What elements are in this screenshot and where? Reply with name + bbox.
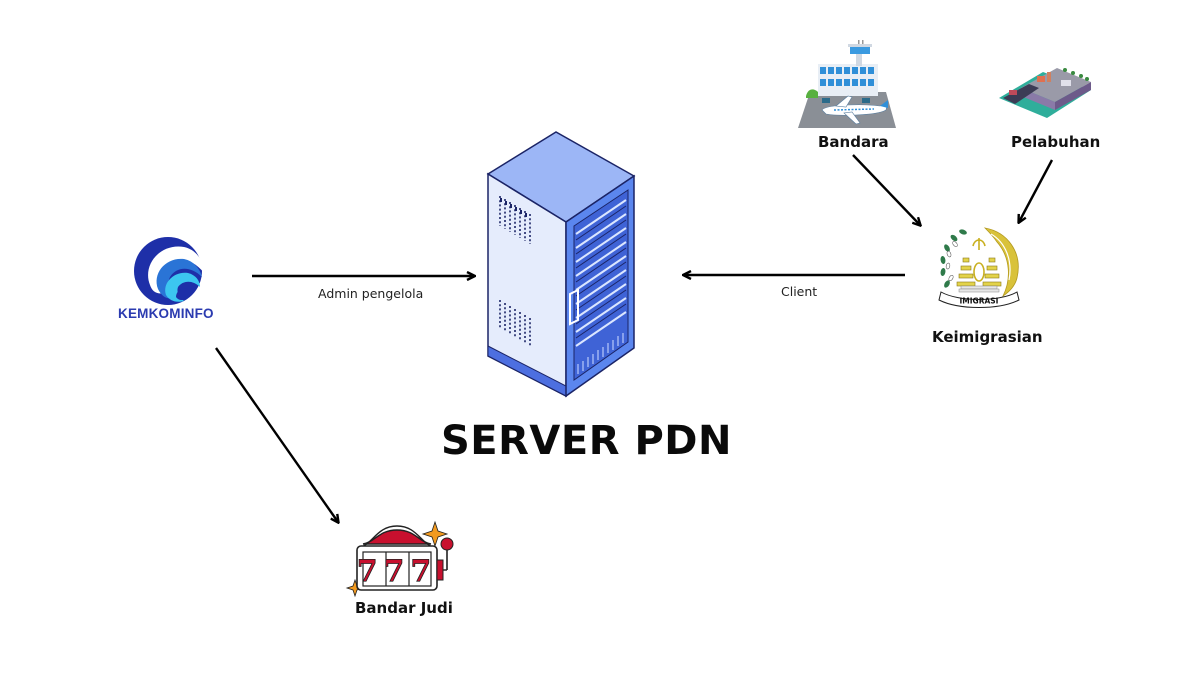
bandara-label: Bandara — [818, 133, 889, 151]
arrow-kemkominfo-to-bandar-judi — [215, 347, 338, 522]
kemkominfo-logo-icon — [134, 237, 204, 305]
slot-machine-icon: 777 — [345, 520, 454, 598]
node-server[interactable] — [486, 128, 646, 400]
node-bandar-judi[interactable]: 777 Bandar Judi — [345, 520, 465, 620]
edge-label-admin-pengelola: Admin pengelola — [318, 286, 424, 301]
node-pelabuhan[interactable]: Pelabuhan — [995, 60, 1105, 155]
seaport-icon — [999, 68, 1091, 118]
imigrasi-ribbon-text: IMIGRASI — [960, 297, 999, 306]
arrow-bandara-to-keimigrasian — [852, 154, 920, 225]
node-kemkominfo[interactable]: KEMKOMINFO — [110, 230, 230, 325]
kemkominfo-label: KEMKOMINFO — [118, 306, 214, 321]
edge-label-client: Client — [781, 284, 818, 299]
server-pdn-title: SERVER PDN — [441, 418, 732, 464]
airport-icon — [798, 40, 896, 128]
pelabuhan-label: Pelabuhan — [1011, 133, 1101, 151]
keimigrasian-label: Keimigrasian — [932, 328, 1043, 346]
node-keimigrasian[interactable]: IMIGRASI Keimigrasian — [920, 222, 1050, 347]
imigrasi-emblem-icon: IMIGRASI — [938, 227, 1020, 308]
node-bandara[interactable]: Bandara — [796, 40, 906, 155]
slot-reel-text: 777 — [357, 554, 438, 589]
server-rack-icon — [486, 131, 636, 398]
arrow-pelabuhan-to-keimigrasian — [1019, 159, 1054, 222]
bandar-judi-label: Bandar Judi — [355, 599, 453, 617]
